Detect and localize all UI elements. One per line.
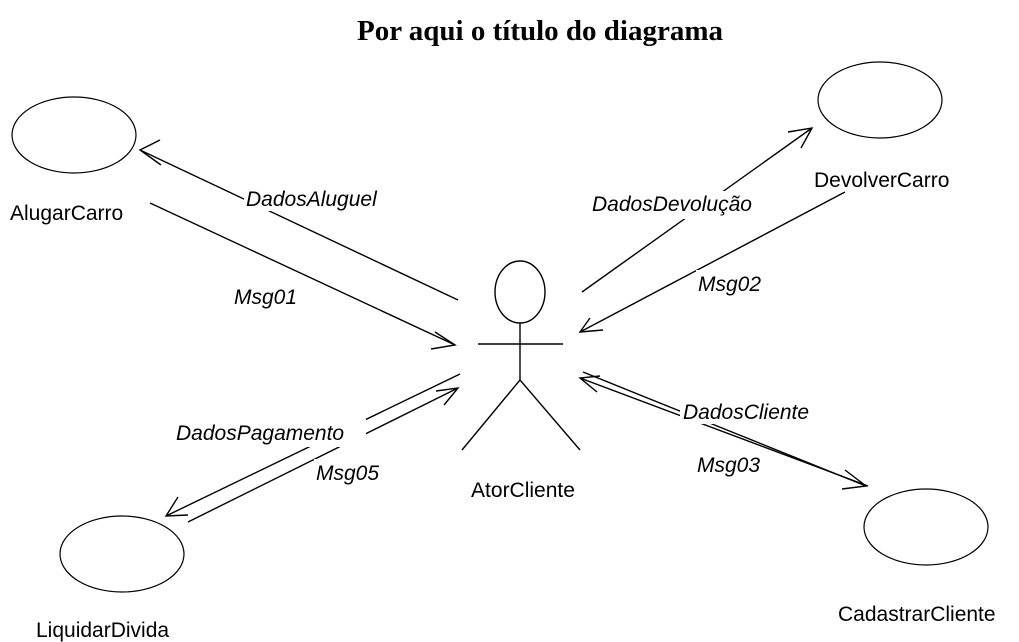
- label-msg05: Msg05: [316, 462, 379, 485]
- label-dados-pagamento: DadosPagamento: [176, 422, 344, 445]
- message-labels: DadosAluguel Msg01 DadosDevolução Msg02 …: [174, 185, 828, 485]
- diagram-title: Por aqui o título do diagrama: [357, 15, 724, 47]
- arrowhead-msg03: [578, 375, 601, 393]
- use-case-cadastrar-cliente[interactable]: [863, 488, 989, 566]
- label-bg-dados-cliente: [680, 398, 828, 424]
- use-case-label-alugar-carro: AlugarCarro: [10, 202, 123, 225]
- label-msg01: Msg01: [234, 286, 297, 309]
- actor-right-leg: [519, 379, 581, 451]
- actor-stick-figure[interactable]: [461, 260, 581, 451]
- arrowhead-dados-devolucao: [787, 127, 814, 149]
- label-bg-msg03: [695, 451, 773, 477]
- label-bg-dados-devolucao: [590, 191, 780, 219]
- label-bg-dados-pagamento: [174, 419, 366, 447]
- label-bg-msg01: [232, 283, 310, 309]
- label-bg-msg02: [696, 270, 774, 296]
- arrowhead-msg02: [578, 317, 604, 333]
- use-case-label-cadastrar-cliente: CadastrarCliente: [838, 603, 996, 626]
- message-lines: [138, 127, 869, 523]
- line-dados-aluguel: [139, 149, 459, 301]
- use-case-label-liquidar-divida: LiquidarDivida: [36, 619, 169, 642]
- label-dados-cliente: DadosCliente: [683, 401, 809, 424]
- label-bg-msg05: [314, 459, 392, 485]
- actor-head: [494, 260, 546, 324]
- label-dados-devolucao: DadosDevolução: [592, 193, 752, 216]
- label-dados-aluguel: DadosAluguel: [246, 188, 378, 211]
- arrowhead-dados-cliente: [841, 469, 868, 490]
- line-msg05: [187, 387, 459, 523]
- arrowhead-msg05: [435, 387, 460, 406]
- use-case-devolver-carro[interactable]: [817, 61, 943, 139]
- use-case-alugar-carro[interactable]: [11, 96, 137, 174]
- line-msg02: [579, 191, 846, 333]
- use-case-liquidar-divida[interactable]: [59, 515, 185, 593]
- label-msg03: Msg03: [697, 454, 760, 477]
- actor-left-leg: [461, 379, 521, 451]
- label-msg02: Msg02: [698, 273, 761, 296]
- arrowhead-msg01: [430, 331, 457, 350]
- label-bg-dados-aluguel: [244, 185, 396, 211]
- line-msg03: [579, 377, 869, 487]
- line-msg01: [149, 202, 456, 346]
- arrowhead-dados-aluguel: [138, 139, 162, 166]
- arrowhead-dados-pagamento: [164, 496, 189, 517]
- actor-label: AtorCliente: [471, 479, 575, 502]
- use-case-label-devolver-carro: DevolverCarro: [814, 169, 949, 192]
